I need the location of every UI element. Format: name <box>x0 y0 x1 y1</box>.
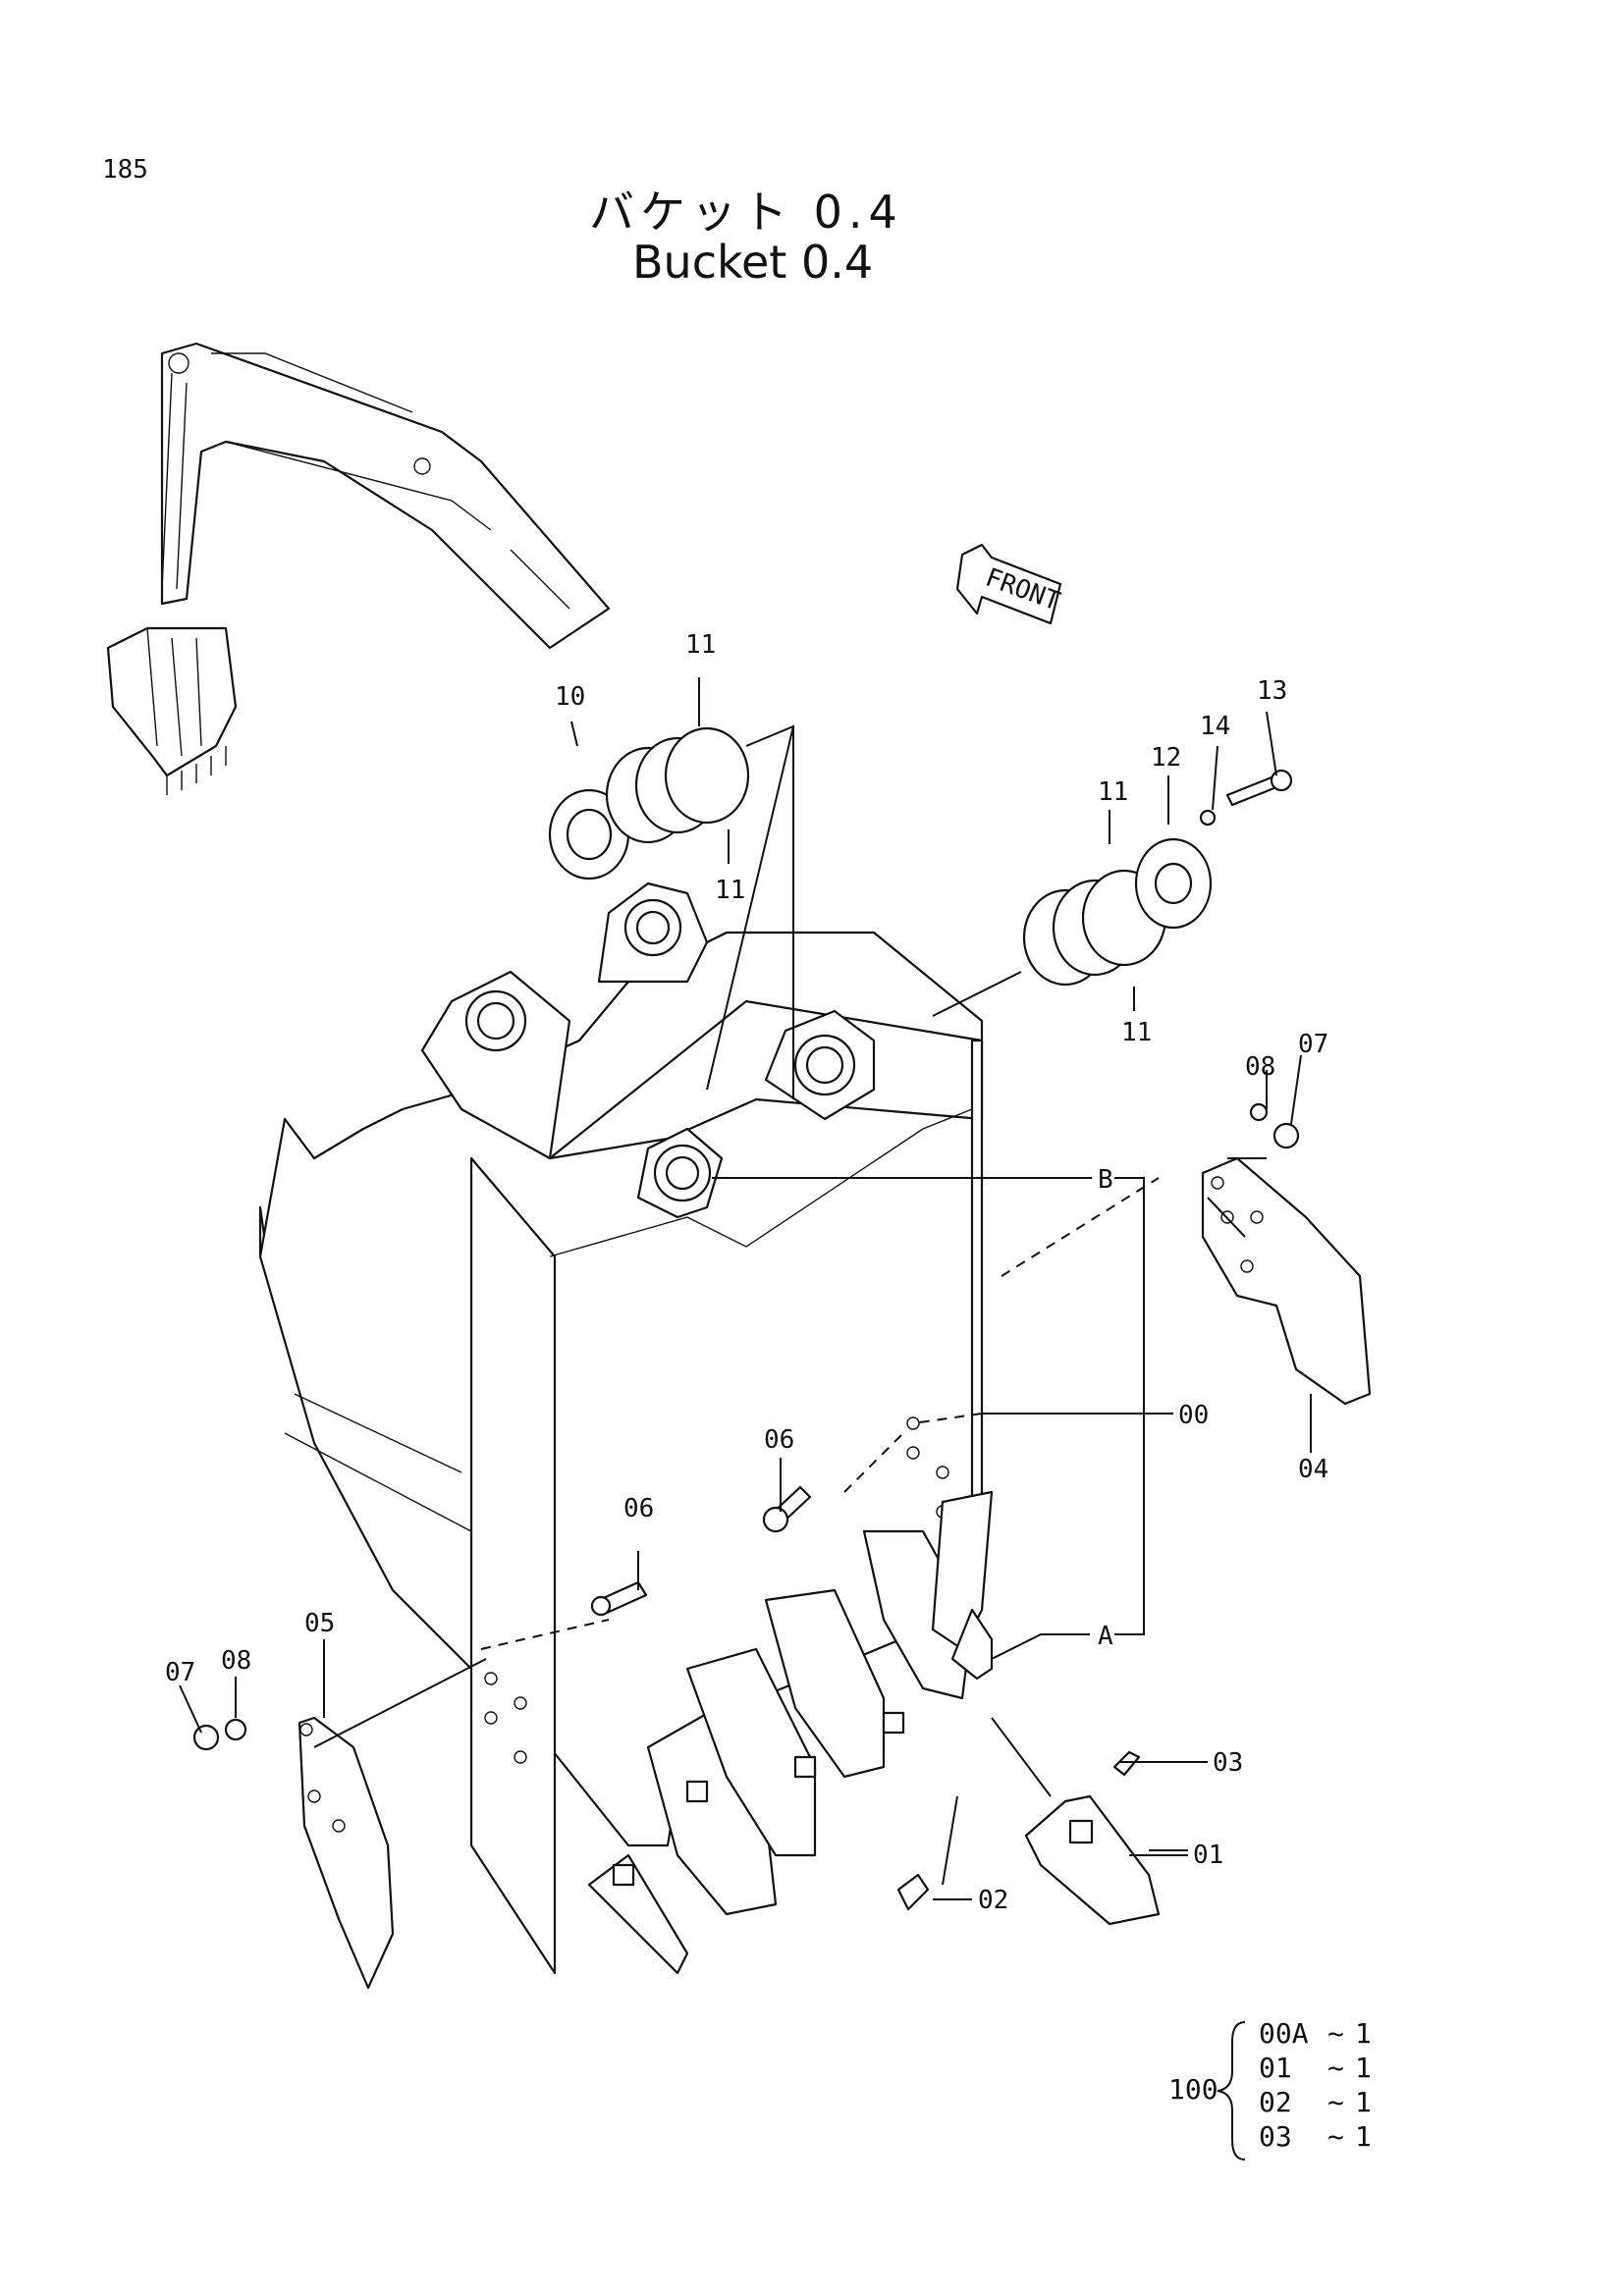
kit-row-qty: 1 <box>1355 2052 1372 2084</box>
callout-00: 00 <box>1178 1401 1209 1430</box>
kit-row-qty: 1 <box>1355 2086 1372 2118</box>
bucket-body <box>258 881 984 1975</box>
page-number: 185 <box>102 155 148 185</box>
callout-11d: 11 <box>1121 1018 1152 1047</box>
part-03-pin <box>1112 1750 1141 1777</box>
callout-11b: 11 <box>715 876 745 905</box>
callout-B: B <box>1098 1165 1113 1195</box>
callout-07-left: 07 <box>165 1658 195 1687</box>
kit-row-part: 01 <box>1259 2052 1292 2084</box>
callout-06-left: 06 <box>623 1494 654 1523</box>
part-13-bolt <box>1225 769 1293 807</box>
kit-row-part: 03 <box>1259 2120 1292 2153</box>
bucket-teeth <box>587 1490 994 1975</box>
kit-brace <box>1217 2021 1246 2161</box>
callout-labels: 10 11 11 11 11 12 13 14 08 07 B 00 04 06… <box>165 630 1328 1915</box>
kit-row-sep: ~ <box>1327 2086 1344 2118</box>
excavator-arm-illustration <box>106 342 611 795</box>
part-06-bolts <box>590 1485 812 1617</box>
callout-04: 04 <box>1298 1455 1328 1484</box>
kit-row-sep: ~ <box>1327 2017 1344 2050</box>
part-11-shims <box>605 726 1167 987</box>
part-04-side-cutter <box>1201 1156 1372 1406</box>
callout-02: 02 <box>978 1886 1008 1915</box>
callout-01: 01 <box>1193 1841 1223 1870</box>
callout-11a: 11 <box>685 630 716 660</box>
callout-08-right: 08 <box>1245 1052 1275 1082</box>
callout-13: 13 <box>1257 676 1287 706</box>
callout-03: 03 <box>1213 1748 1243 1778</box>
part-02-lock <box>896 1873 930 1911</box>
kit-row-part: 02 <box>1259 2086 1292 2118</box>
callout-07-right: 07 <box>1298 1030 1328 1059</box>
callout-06-right: 06 <box>764 1425 794 1455</box>
leader-lines <box>179 677 1312 1900</box>
kit-row-qty: 1 <box>1355 2120 1372 2153</box>
kit-number: 100 <box>1168 2073 1218 2106</box>
title-japanese: バケット 0.4 <box>589 186 903 239</box>
front-direction-arrow: FRONT <box>955 543 1064 625</box>
callout-14: 14 <box>1200 712 1230 741</box>
callout-11c: 11 <box>1098 777 1128 807</box>
kit-row-qty: 1 <box>1355 2017 1372 2050</box>
part-01-tooth <box>1024 1794 1161 1926</box>
kit-row-sep: ~ <box>1327 2052 1344 2084</box>
callout-12: 12 <box>1151 743 1181 773</box>
part-14-washer <box>1199 809 1217 827</box>
callout-A: A <box>1098 1622 1113 1651</box>
part-08-washers <box>224 1102 1269 1741</box>
part-12-plate <box>1134 837 1213 930</box>
part-05-side-cutter <box>298 1716 395 1990</box>
title-english: Bucket 0.4 <box>632 236 874 289</box>
kit-row-sep: ~ <box>1327 2120 1344 2153</box>
callout-10: 10 <box>555 682 585 712</box>
kit-row-part: 00A <box>1259 2017 1309 2050</box>
callout-08-left: 08 <box>221 1646 251 1676</box>
callout-05: 05 <box>304 1609 335 1638</box>
